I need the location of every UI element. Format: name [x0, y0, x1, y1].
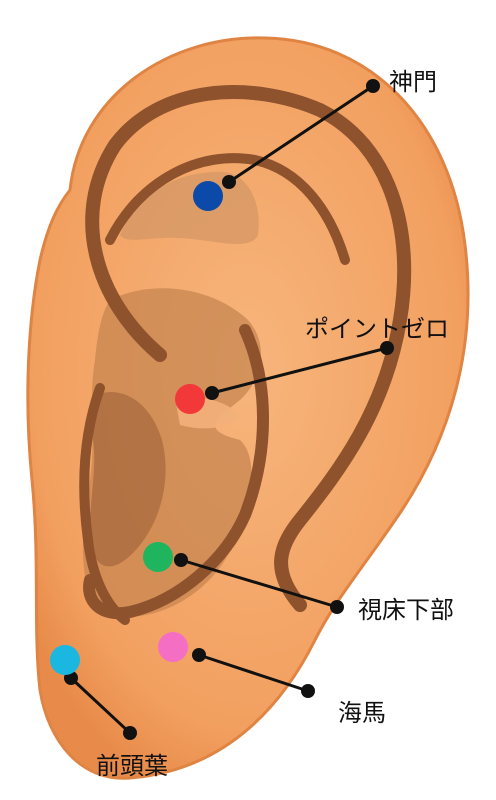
inner-cavity [90, 392, 166, 567]
helix-groove [85, 85, 412, 612]
endpoint-dot [123, 726, 137, 740]
endpoint-dot [366, 79, 380, 93]
leader-line-thalamus [180, 558, 338, 609]
endpoint-dot [301, 684, 315, 698]
endpoint-dot [174, 553, 188, 567]
point-marker-shinmon [193, 181, 223, 211]
label-frontal-lobe: 前頭葉 [96, 752, 168, 780]
leader-line-frontal-lobe [69, 676, 132, 735]
upper-rim-groove [105, 153, 350, 265]
upper-cavity [120, 171, 259, 244]
endpoint-dot [192, 648, 206, 662]
leader-endpoints [64, 79, 394, 740]
endpoint-dot [205, 386, 219, 400]
endpoint-dot [222, 175, 236, 189]
label-thalamus: 視床下部 [358, 596, 454, 624]
point-marker-frontal-lobe [50, 645, 80, 675]
label-hippocampus: 海馬 [338, 699, 386, 727]
leader-line-shinmon [228, 84, 374, 184]
point-marker-point-zero [175, 384, 205, 414]
endpoint-dot [330, 600, 344, 614]
leader-line-point-zero [211, 346, 388, 395]
concha-groove [79, 383, 130, 625]
label-point-zero: ポイントゼロ [305, 315, 449, 343]
leader-line-hippocampus [198, 653, 309, 693]
point-marker-hippocampus [158, 632, 188, 662]
endpoint-dot [380, 341, 394, 355]
antihelix-groove [83, 324, 269, 620]
leader-lines [69, 84, 388, 735]
label-shinmon: 神門 [389, 68, 437, 96]
point-marker-thalamus [143, 542, 173, 572]
